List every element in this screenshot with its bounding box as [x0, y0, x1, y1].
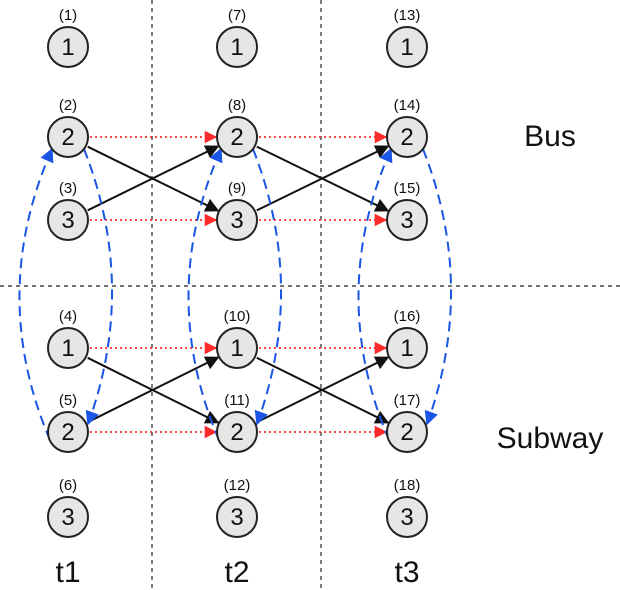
node-id-label: (4): [59, 308, 77, 325]
node-circle: [47, 496, 89, 538]
node-id-label: (6): [59, 477, 77, 494]
node-id-label: (18): [394, 477, 421, 494]
node-id-label: (13): [394, 7, 421, 24]
edge-blue-14-to-17: [422, 148, 453, 426]
node-label: 2: [230, 419, 243, 446]
node-circle: [216, 411, 258, 453]
node-label: 2: [400, 124, 413, 151]
node-14: 2 (14): [386, 97, 428, 158]
node-id-label: (12): [224, 477, 251, 494]
node-9: 3 (9): [216, 180, 258, 241]
edge-blue-2-to-5: [83, 148, 114, 426]
node-6: 3 (6): [47, 477, 89, 538]
node-3: 3 (3): [47, 180, 89, 241]
node-2: 2 (2): [47, 97, 89, 158]
node-circle: [47, 327, 89, 369]
node-circle: [47, 116, 89, 158]
time-label-t2: t2: [224, 556, 249, 589]
node-label: 2: [61, 419, 74, 446]
edge-blue-17-to-14: [357, 147, 393, 441]
node-10: 1 (10): [216, 308, 258, 369]
edges-layer: [18, 130, 453, 441]
node-18: 3 (18): [386, 477, 428, 538]
node-circle: [386, 496, 428, 538]
group-label-subway: Subway: [497, 422, 604, 455]
node-16: 1 (16): [386, 308, 428, 369]
node-label: 2: [61, 124, 74, 151]
node-4: 1 (4): [47, 308, 89, 369]
edge-black-9-to-14: [256, 145, 390, 212]
node-label: 1: [61, 335, 74, 362]
node-id-label: (11): [224, 392, 250, 409]
time-label-t1: t1: [55, 556, 80, 589]
node-11: 2 (11): [216, 392, 258, 453]
node-id-label: (1): [59, 7, 77, 24]
node-circle: [47, 26, 89, 68]
node-label: 3: [230, 504, 243, 531]
node-12: 3 (12): [216, 477, 258, 538]
node-id-label: (16): [394, 308, 421, 325]
node-13: 1 (13): [386, 7, 428, 68]
node-circle: [216, 116, 258, 158]
node-7: 1 (7): [216, 7, 258, 68]
node-circle: [216, 26, 258, 68]
edge-black-11-to-16: [256, 356, 390, 424]
node-id-label: (5): [59, 392, 77, 409]
edge-blue-11-to-8: [187, 147, 223, 441]
node-id-label: (7): [228, 7, 246, 24]
node-circle: [386, 199, 428, 241]
node-label: 1: [400, 34, 413, 61]
node-circle: [216, 327, 258, 369]
node-circle: [386, 327, 428, 369]
node-label: 3: [400, 504, 413, 531]
node-circle: [386, 26, 428, 68]
node-label: 1: [400, 335, 413, 362]
node-id-label: (15): [394, 180, 421, 197]
node-label: 2: [230, 124, 243, 151]
edge-black-3-to-8: [87, 145, 220, 212]
node-label: 3: [61, 504, 74, 531]
node-label: 3: [400, 207, 413, 234]
node-8: 2 (8): [216, 97, 258, 158]
node-circle: [47, 411, 89, 453]
node-id-label: (2): [59, 97, 77, 114]
node-id-label: (17): [394, 392, 421, 409]
node-5: 2 (5): [47, 392, 89, 453]
node-label: 2: [400, 419, 413, 446]
edge-blue-8-to-11: [252, 148, 283, 426]
node-15: 3 (15): [386, 180, 428, 241]
node-label: 1: [61, 34, 74, 61]
nodes-layer: 1 (1) 2 (2) 3 (3) 1 (4) 2 (5) 3 (6) 1 (7) 2 (8) 3 (9) 1 (10…: [47, 7, 428, 538]
node-circle: [216, 199, 258, 241]
node-1: 1 (1): [47, 7, 89, 68]
edge-black-5-to-10: [87, 356, 220, 424]
node-circle: [216, 496, 258, 538]
edge-blue-5-to-2: [18, 147, 54, 441]
node-17: 2 (17): [386, 392, 428, 453]
node-id-label: (8): [228, 97, 246, 114]
group-label-bus: Bus: [524, 120, 576, 153]
node-id-label: (10): [224, 308, 251, 325]
node-label: 1: [230, 335, 243, 362]
time-label-t3: t3: [394, 556, 419, 589]
node-label: 1: [230, 34, 243, 61]
node-circle: [386, 411, 428, 453]
node-id-label: (3): [59, 180, 77, 197]
node-id-label: (14): [394, 97, 421, 114]
node-circle: [47, 199, 89, 241]
node-label: 3: [61, 207, 74, 234]
node-id-label: (9): [228, 180, 246, 197]
node-label: 3: [230, 207, 243, 234]
node-circle: [386, 116, 428, 158]
